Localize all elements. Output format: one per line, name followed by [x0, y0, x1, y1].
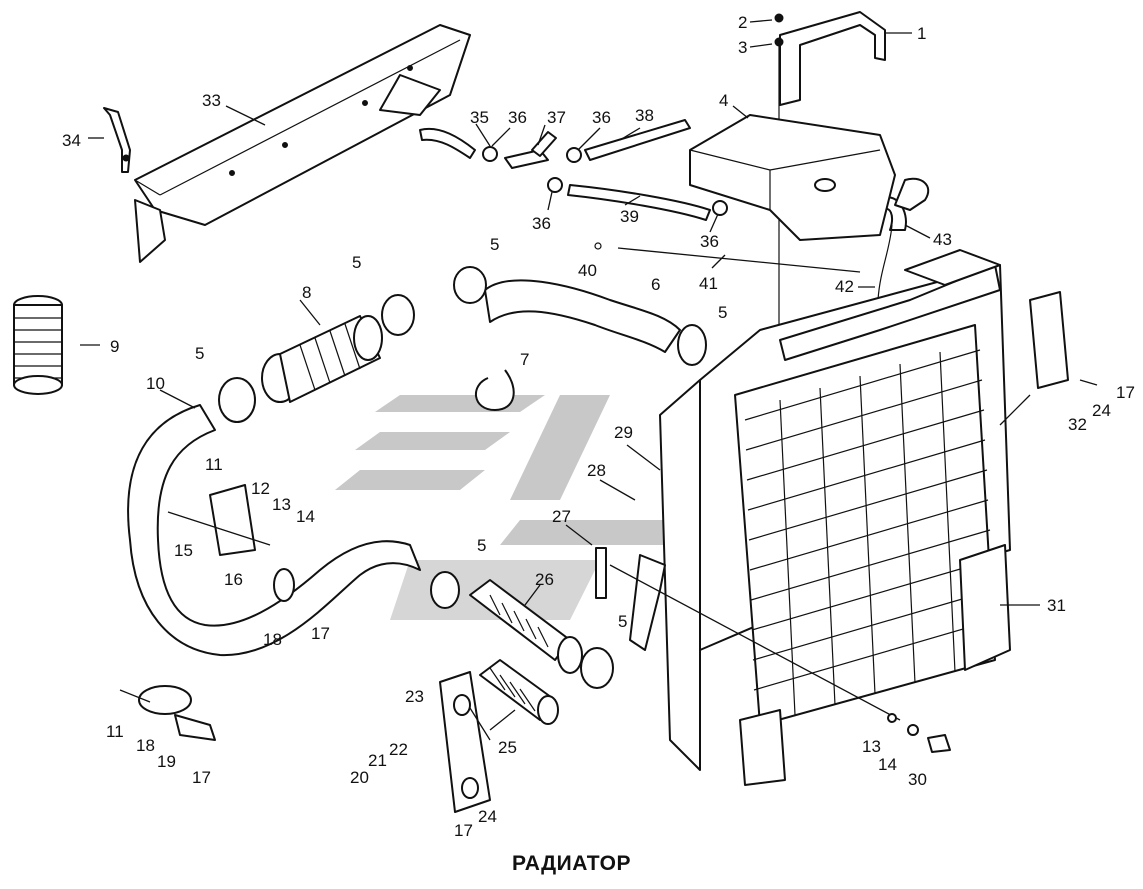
callout-19: 19 — [157, 752, 176, 771]
callout-16: 16 — [224, 570, 243, 589]
callout-5b: 5 — [352, 253, 361, 272]
part-40 — [594, 242, 602, 250]
pipe-10 — [127, 404, 421, 657]
callout-32: 32 — [1068, 415, 1087, 434]
callout-1: 1 — [917, 24, 926, 43]
clamp-7 — [474, 369, 515, 411]
expansion-tank-4 — [689, 114, 930, 241]
callout-30: 30 — [908, 770, 927, 789]
callout-39: 39 — [620, 207, 639, 226]
callout-17a: 17 — [311, 624, 330, 643]
hose-6 — [453, 266, 707, 366]
bellows-9 — [13, 295, 63, 395]
callout-20: 20 — [350, 768, 369, 787]
callout-labels: 1 2 3 4 5 5 5 5 5 5 6 7 8 9 10 11 11 12 … — [62, 13, 1135, 840]
callout-36a: 36 — [508, 108, 527, 127]
leader-lines — [80, 19, 1098, 741]
callout-22: 22 — [389, 740, 408, 759]
callout-4: 4 — [719, 91, 728, 110]
callout-43: 43 — [933, 230, 952, 249]
callout-40: 40 — [578, 261, 597, 280]
bellows-26 — [469, 579, 583, 674]
callout-11a: 11 — [205, 455, 223, 474]
callout-14a: 14 — [296, 507, 315, 526]
plate-23 — [439, 671, 491, 813]
diagram-caption: РАДИАТОР — [512, 852, 631, 875]
clamp-18b — [119, 685, 216, 741]
callout-5e: 5 — [477, 536, 486, 555]
callout-36d: 36 — [700, 232, 719, 251]
callout-26: 26 — [535, 570, 554, 589]
callout-7: 7 — [520, 350, 529, 369]
callout-31: 31 — [1047, 596, 1066, 615]
supports-27-29 — [595, 547, 901, 721]
callout-41: 41 — [699, 274, 718, 293]
callout-2: 2 — [738, 13, 747, 32]
corrugated-hose-8 — [218, 294, 415, 423]
callout-17d: 17 — [1116, 383, 1135, 402]
callout-23: 23 — [405, 687, 424, 706]
callout-37: 37 — [547, 108, 566, 127]
callout-3: 3 — [738, 38, 747, 57]
callout-13b: 13 — [862, 737, 881, 756]
radiator-core — [659, 249, 1011, 786]
callout-28: 28 — [587, 461, 606, 480]
callout-18b: 18 — [136, 736, 155, 755]
callout-15: 15 — [174, 541, 193, 560]
callout-6: 6 — [651, 275, 660, 294]
callout-27: 27 — [552, 507, 571, 526]
bracket-1 — [779, 11, 886, 106]
callout-29: 29 — [614, 423, 633, 442]
callout-36b: 36 — [592, 108, 611, 127]
callout-8: 8 — [302, 283, 311, 302]
bracket-34 — [103, 107, 131, 173]
callout-34: 34 — [62, 131, 81, 150]
fasteners-13-30 — [887, 713, 951, 753]
screw-2 — [774, 13, 784, 23]
frame-beam — [134, 24, 471, 263]
callout-17b: 17 — [192, 768, 211, 787]
callout-17c: 17 — [454, 821, 473, 840]
cover-32 — [1029, 291, 1069, 389]
callout-38: 38 — [635, 106, 654, 125]
callout-13a: 13 — [272, 495, 291, 514]
callout-5f: 5 — [618, 612, 627, 631]
callout-35: 35 — [470, 108, 489, 127]
clamp-5e — [430, 571, 460, 609]
callout-9: 9 — [110, 337, 119, 356]
callout-25: 25 — [498, 738, 517, 757]
callout-24a: 24 — [478, 807, 497, 826]
rod-41 — [617, 247, 861, 273]
callout-42: 42 — [835, 277, 854, 296]
callout-12: 12 — [251, 479, 270, 498]
pipe-43b — [877, 224, 893, 301]
callout-21: 21 — [368, 751, 387, 770]
nut-3 — [774, 37, 784, 47]
callout-11b: 11 — [106, 722, 124, 741]
callout-5c: 5 — [195, 344, 204, 363]
callout-5a: 5 — [490, 235, 499, 254]
clamp-5f — [580, 647, 614, 689]
callout-5d: 5 — [718, 303, 727, 322]
callout-36c: 36 — [532, 214, 551, 233]
callout-18a: 18 — [263, 630, 282, 649]
hoses-35-39 — [419, 119, 728, 221]
callout-14b: 14 — [878, 755, 897, 774]
callout-10: 10 — [146, 374, 165, 393]
callout-33: 33 — [202, 91, 221, 110]
callout-24b: 24 — [1092, 401, 1111, 420]
bracket-12 — [167, 484, 295, 602]
bellows-25 — [479, 659, 559, 725]
